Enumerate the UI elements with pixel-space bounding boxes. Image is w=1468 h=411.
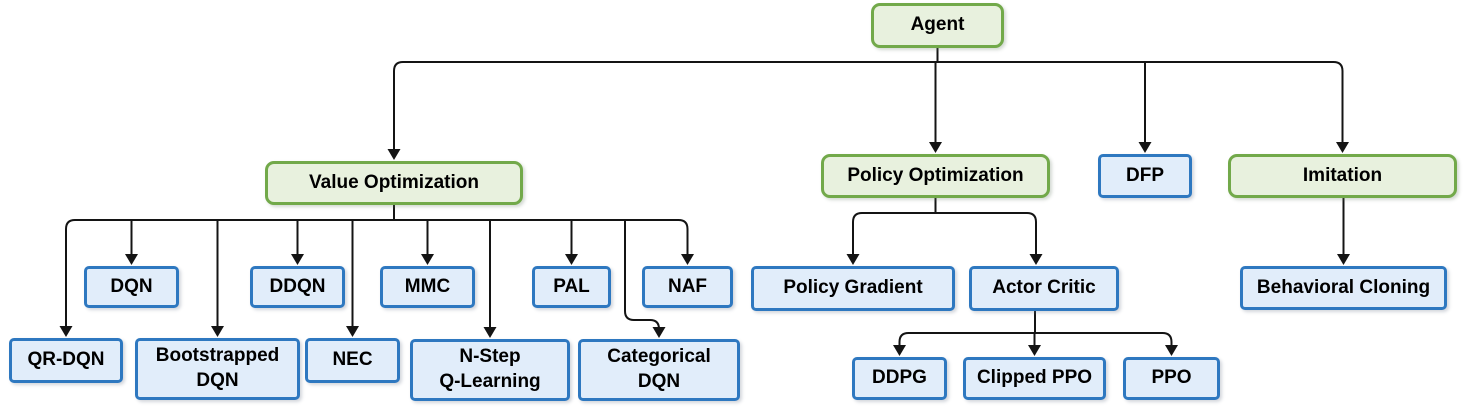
node-policy-gradient: Policy Gradient [751,266,955,311]
arrowhead-icon [1165,345,1178,356]
node-ppo: PPO [1123,357,1220,400]
arrowhead-icon [681,254,694,265]
arrowhead-icon [1028,345,1041,356]
node-value-optimization: Value Optimization [265,161,523,205]
connector-line [65,219,689,230]
node-naf: NAF [642,266,733,308]
arrowhead-icon [125,254,138,265]
node-ddpg: DDPG [852,357,947,400]
node-clipped-ppo: Clipped PPO [963,357,1106,400]
arrowhead-icon [846,254,860,265]
arrowhead-icon [59,326,73,337]
node-n-step-q-learning: N-Step Q-Learning [410,339,570,401]
arrowhead-icon [387,149,401,160]
arrowhead-icon [291,254,304,265]
node-policy-optimization: Policy Optimization [821,154,1050,198]
node-ddqn: DDQN [250,266,345,308]
arrowhead-icon [1337,254,1350,265]
node-pal: PAL [532,266,611,308]
node-agent: Agent [871,3,1004,48]
connector-line [624,220,660,330]
node-qr-dqn: QR-DQN [9,338,123,383]
arrowhead-icon [652,327,666,338]
node-bootstrapped-dqn: Bootstrapped DQN [135,338,300,400]
connector-line [393,61,1344,72]
arrowhead-icon [1138,142,1152,153]
arrowhead-icon [421,254,434,265]
arrowhead-icon [1029,254,1043,265]
arrowhead-icon [893,345,906,356]
arrowhead-icon [483,327,497,338]
node-categorical-dqn: Categorical DQN [578,339,740,401]
node-behavioral-cloning: Behavioral Cloning [1240,266,1447,310]
arrowhead-icon [211,326,224,337]
node-imitation: Imitation [1228,154,1457,198]
arrowhead-icon [929,142,942,153]
arrowhead-icon [1336,142,1349,153]
node-mmc: MMC [380,266,475,308]
node-dfp: DFP [1098,154,1192,198]
arrowhead-icon [346,326,359,337]
node-nec: NEC [305,338,400,383]
connector-line [852,212,1037,223]
arrowhead-icon [565,254,578,265]
node-actor-critic: Actor Critic [969,266,1119,311]
node-dqn: DQN [84,266,179,308]
